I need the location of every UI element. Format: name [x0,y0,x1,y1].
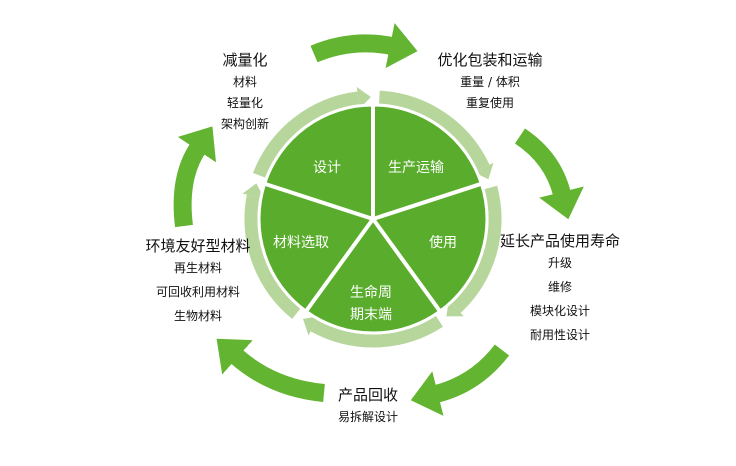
group-recycle: 产品回收 易拆解设计 [318,385,418,429]
group-item: 易拆解设计 [337,410,398,424]
group-title: 延长产品使用寿命 [499,232,620,250]
slice-end-of-life [303,216,443,335]
ring-arc [378,90,490,171]
group-materials: 环境友好型材料 再生材料 可回收利用材料 生物材料 [128,236,268,328]
ring-arc [244,194,301,319]
cycle-arrow-icon [310,23,418,69]
group-lifetime: 延长产品使用寿命 升级 维修 模块化设计 耐用性设计 [490,231,630,347]
ring-arc [253,91,360,178]
group-item: 轻量化 [226,96,263,110]
slice-divider [372,176,498,221]
slice-label-end-of-life: 生命周 期末端 [350,282,392,326]
group-item: 可回收利用材料 [155,285,240,299]
group-title: 优化包装和运输 [437,51,543,69]
group-item: 生物材料 [173,309,222,323]
cycle-arrow-icon [173,126,217,228]
group-item: 维修 [547,280,572,294]
ring-arc [451,185,502,313]
ring-arc [310,315,443,348]
group-title: 产品回收 [337,386,398,404]
group-item: 模块化设计 [529,304,590,318]
group-reduce: 减量化 材料 轻量化 架构创新 [205,50,285,136]
cycle-arrow-icon [514,128,584,220]
slice-material-selection [257,181,376,314]
slice-divider [371,217,452,326]
end-of-life-line1: 生命周 [350,285,392,301]
slice-label-production-transport: 生产运输 [388,160,444,176]
cycle-arrow-icon [216,338,326,402]
group-item: 架构创新 [220,117,269,131]
end-of-life-line2: 期末端 [350,307,392,323]
slice-divider [294,217,375,326]
slice-label-use: 使用 [429,235,457,251]
group-item: 耐用性设计 [529,328,590,342]
ring-arrowhead-icon [242,183,265,198]
slice-label-material-selection: 材料选取 [273,235,329,251]
ring-arrowhead-icon [473,162,494,180]
group-item: 再生材料 [173,261,222,275]
group-title: 减量化 [222,51,268,69]
group-item: 升级 [547,256,572,270]
group-item: 材料 [232,75,257,89]
ring-arrowhead-icon [303,316,320,336]
group-packaging: 优化包装和运输 重量 / 体积 重复使用 [425,50,555,115]
slice-divider [248,176,374,221]
group-title: 环境友好型材料 [145,237,251,255]
slice-label-design: 设计 [313,160,341,176]
cycle-arrow-icon [410,344,510,416]
group-item: 重量 / 体积 [460,75,520,89]
ring-arrowhead-icon [356,86,371,109]
group-item: 重复使用 [465,96,514,110]
slice-use [370,181,489,314]
